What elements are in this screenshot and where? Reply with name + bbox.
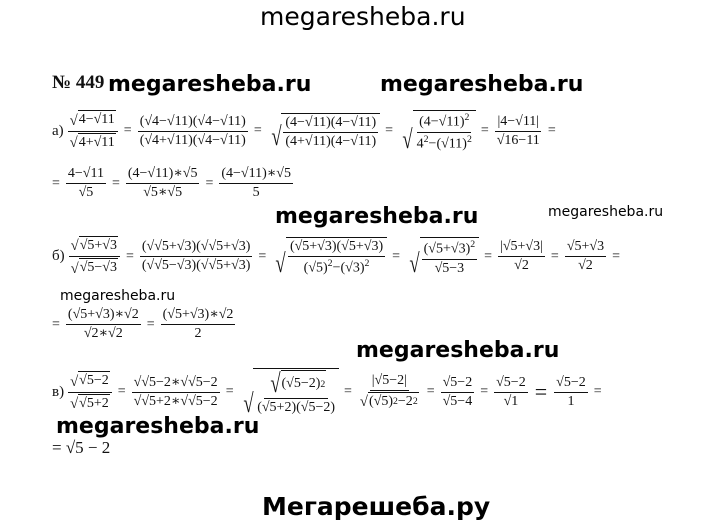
watermark: megaresheba.ru — [275, 204, 479, 229]
watermark: megaresheba.ru — [60, 288, 176, 304]
watermark: megaresheba.ru — [356, 338, 560, 363]
fraction: (√5+√3)∗√2 2 — [160, 307, 236, 342]
fraction: √√5−2∗√√5−2 √√5+2∗√√5−2 — [131, 374, 220, 409]
part-a-line-1: а) √4−√11 √4+√11 = (√4−√11)(√4−√11) (√4+… — [52, 110, 556, 154]
part-b-label: б) — [52, 248, 65, 265]
problem-number: № 449 — [52, 72, 105, 93]
fraction: √5−2 √5−4 — [440, 374, 475, 409]
part-a-line-2: = 4−√11 √5 = (4−√11)∗√5 √5∗√5 = (4−√11)∗… — [52, 166, 293, 201]
fraction: √4−√11 √4+√11 — [67, 110, 118, 152]
root-fraction: √ √(√5−2)2 (√5+2)(√5−2) — [239, 368, 340, 416]
fraction: √5−2 √1 — [494, 374, 528, 409]
fraction: √√5+√3 √√5−√3 — [68, 236, 120, 278]
fraction: (√4−√11)(√4−√11) (√4+√11)(√4−√11) — [137, 113, 248, 148]
root-fraction: √ (√5+√3)(√5+√3) (√5)2−(√3)2 — [271, 237, 388, 277]
root-fraction: √ (√5+√3)2 √5−3 — [405, 237, 480, 277]
fraction: |4−√11| √16−11 — [495, 113, 542, 148]
fraction: (√5+√3)∗√2 √2∗√2 — [65, 307, 141, 342]
part-b-line-2: = (√5+√3)∗√2 √2∗√2 = (√5+√3)∗√2 2 — [52, 307, 236, 342]
part-a-label: а) — [52, 122, 64, 139]
fraction: √5−2 1 — [554, 374, 588, 409]
fraction: √√5−2 √√5+2 — [68, 371, 112, 413]
fraction: (√√5+√3)(√√5+√3) (√√5−√3)(√√5+√3) — [139, 239, 253, 274]
watermark: megaresheba.ru — [380, 72, 584, 97]
watermark-bottom: Мегарешеба.ру — [262, 492, 491, 521]
watermark: megaresheba.ru — [108, 72, 312, 97]
watermark-top: megaresheba.ru — [260, 2, 466, 31]
watermark: megaresheba.ru — [548, 204, 664, 220]
root-fraction: √ (4−√11)2 42−(√11)2 — [398, 110, 476, 153]
fraction: (4−√11)∗√5 √5∗√5 — [125, 166, 200, 201]
watermark: megaresheba.ru — [56, 414, 260, 439]
part-c-final: = √5 − 2 — [52, 438, 111, 457]
fraction: (4−√11)∗√5 5 — [219, 166, 293, 201]
root-fraction: √ (4−√11)(4−√11) (4+√11)(4−√11) — [267, 112, 381, 150]
fraction: √5+√3 √2 — [564, 239, 607, 274]
fraction: 4−√11 √5 — [65, 166, 106, 201]
fraction: |√5+√3| √2 — [498, 239, 545, 274]
part-c-label: в) — [52, 383, 65, 400]
part-c-line-1: в) √√5−2 √√5+2 = √√5−2∗√√5−2 √√5+2∗√√5−2… — [52, 368, 602, 418]
part-b-line-1: б) √√5+√3 √√5−√3 = (√√5+√3)(√√5+√3) (√√5… — [52, 236, 620, 279]
